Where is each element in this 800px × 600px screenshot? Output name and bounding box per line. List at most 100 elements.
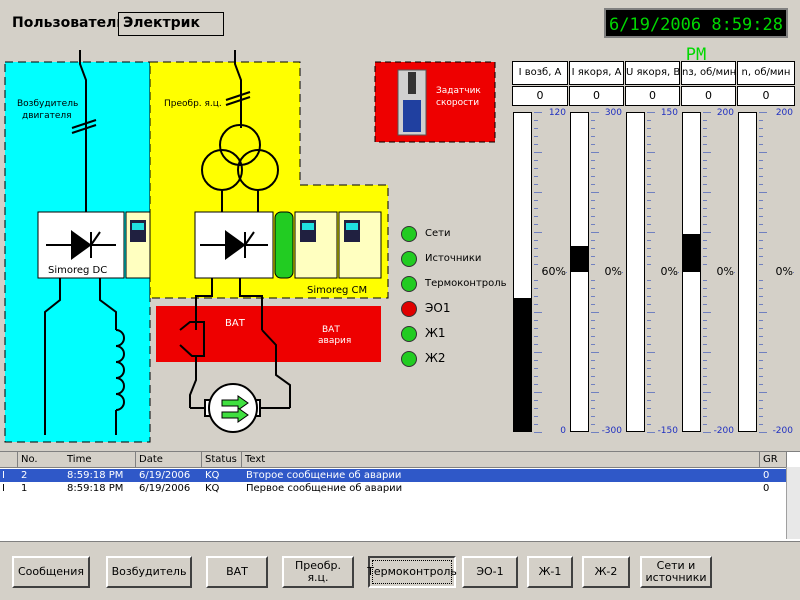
gauge-tick <box>647 128 651 129</box>
table-column-header[interactable]: Status <box>202 452 242 468</box>
gauge-tick <box>591 120 595 121</box>
table-column-header[interactable]: Time <box>64 452 136 468</box>
button-label: Сообщения <box>17 565 84 578</box>
gauge-tick <box>703 416 707 417</box>
gauge-tick <box>759 424 763 425</box>
gauge-tick <box>591 352 599 353</box>
gauge-tick <box>534 424 538 425</box>
gauge-tick <box>534 152 542 153</box>
gauge-value-2: 0 <box>569 86 624 106</box>
converter-wiring <box>195 50 279 330</box>
gauge-tick <box>534 352 542 353</box>
table-cell-no: 2 <box>21 470 28 481</box>
table-cell-flag: I <box>2 483 5 494</box>
gauge-tick <box>591 384 595 385</box>
gauge-tick <box>759 192 767 193</box>
simoreg-dc-label: Simoreg DC <box>48 265 107 276</box>
gauge-tick <box>759 264 763 265</box>
gauge-tick <box>703 184 707 185</box>
gauge-tick <box>534 432 542 433</box>
gauge-tick <box>591 312 599 313</box>
table-column-header[interactable]: GR <box>760 452 787 468</box>
table-cell-gr: 0 <box>763 483 770 494</box>
gauge-tick <box>759 176 763 177</box>
indicator-label-2: Источники <box>425 253 482 264</box>
gauge-tick <box>703 136 707 137</box>
gauge-tick <box>647 224 651 225</box>
gauge-tick <box>647 256 651 257</box>
table-column-header[interactable] <box>0 452 18 468</box>
gauge-tick <box>703 400 707 401</box>
gauge-tick <box>759 256 763 257</box>
gauge-value-5: 0 <box>737 86 795 106</box>
gauge-tick <box>759 432 767 433</box>
gauge-tick <box>647 184 651 185</box>
gauge-tick <box>534 264 538 265</box>
gauge-tick <box>759 376 763 377</box>
zh1-button[interactable]: Ж-1 <box>527 556 573 588</box>
gauge-bar-5 <box>738 112 757 432</box>
gauge-tick <box>759 360 763 361</box>
eo1-button[interactable]: ЭО-1 <box>462 556 518 588</box>
gauge-tick <box>703 296 707 297</box>
gauge-tick <box>591 392 599 393</box>
gauge-tick <box>759 144 763 145</box>
gauge-tick <box>759 408 763 409</box>
gauge-scale-mid-3: 0% <box>645 265 678 278</box>
gauge-tick <box>534 224 538 225</box>
gauge-tick <box>703 168 707 169</box>
gauge-tick <box>647 200 651 201</box>
gauge-tick <box>703 336 707 337</box>
zh2-button[interactable]: Ж-2 <box>582 556 630 588</box>
gauge-tick <box>647 192 655 193</box>
table-cell-no: 1 <box>21 483 28 494</box>
gauge-tick <box>703 264 707 265</box>
gauge-tick <box>647 384 651 385</box>
table-column-header[interactable]: Date <box>136 452 202 468</box>
gauge-tick <box>591 208 595 209</box>
gauge-tick <box>591 336 595 337</box>
gauge-tick <box>647 232 655 233</box>
gauge-tick <box>703 160 707 161</box>
table-column-header[interactable]: Text <box>242 452 760 468</box>
messages-button[interactable]: Сообщения <box>12 556 90 588</box>
gauge-tick <box>591 176 595 177</box>
gauge-tick <box>759 224 763 225</box>
gauge-tick <box>534 360 538 361</box>
indicator-label-1: Сети <box>425 228 451 239</box>
gauge-title-1: I возб, А <box>512 61 568 85</box>
gauge-tick <box>647 216 651 217</box>
gauge-tick <box>703 208 707 209</box>
thermal-control-button[interactable]: Термоконтроль <box>367 556 457 588</box>
table-column-header[interactable]: No. <box>18 452 66 468</box>
gauge-tick <box>534 400 538 401</box>
gauge-tick <box>591 112 599 113</box>
table-scrollbar[interactable] <box>786 467 800 539</box>
gauge-tick <box>703 152 711 153</box>
gauge-tick <box>534 192 542 193</box>
gauge-tick <box>534 288 538 289</box>
gauge-tick <box>534 304 538 305</box>
exciter-button[interactable]: Возбудитель <box>106 556 192 588</box>
gauge-tick <box>534 200 538 201</box>
converter-button[interactable]: Преобр. я.ц. <box>282 556 354 588</box>
gauge-tick <box>534 120 538 121</box>
gauge-tick <box>534 136 538 137</box>
gauge-tick <box>647 296 651 297</box>
gauge-tick <box>591 184 595 185</box>
gauge-tick <box>534 336 538 337</box>
gauge-scale-min-3: -150 <box>657 426 678 436</box>
gauge-fill-2 <box>571 246 588 272</box>
networks-sources-button[interactable]: Сети и источники <box>640 556 712 588</box>
exciter-label-1: Возбудитель <box>17 99 78 109</box>
gauge-tick <box>591 248 595 249</box>
vat-button[interactable]: ВАТ <box>206 556 268 588</box>
gauge-tick <box>591 264 595 265</box>
gauge-tick <box>534 296 538 297</box>
gauge-tick <box>647 432 655 433</box>
user-field[interactable]: Электрик <box>118 12 224 36</box>
indicator-lamp-1 <box>401 226 417 242</box>
